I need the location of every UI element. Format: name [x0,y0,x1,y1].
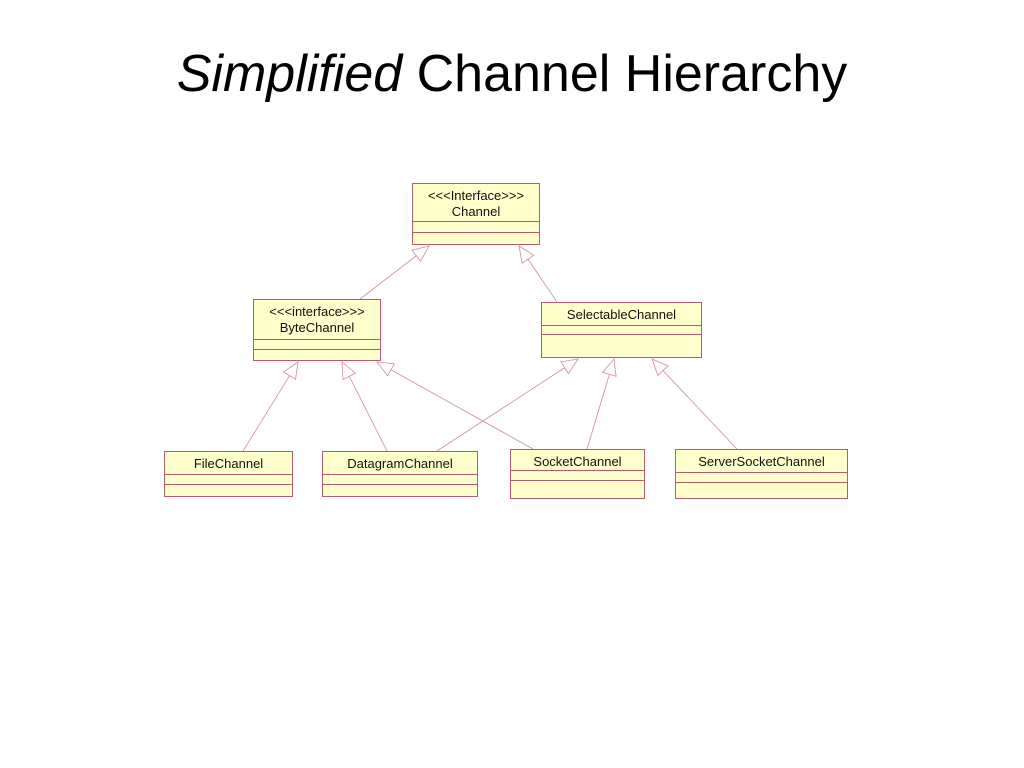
class-name: DatagramChannel [347,456,453,471]
generalization-arrowhead-socket_channel-to-selectable_channel [601,358,617,377]
serversocketchannel-class-box: ServerSocketChannel [675,449,848,499]
inheritance-line-datagram_channel-to-byte_channel [348,376,388,452]
class-name: SocketChannel [533,454,622,469]
attributes-compartment [542,326,701,335]
class-name: ServerSocketChannel [698,454,825,469]
class-header: DatagramChannel [323,452,477,475]
title-rest: Channel Hierarchy [416,45,848,103]
operations-compartment [254,350,380,360]
generalization-arrowhead-datagram_channel-to-byte_channel [341,361,357,381]
inheritance-line-selectable_channel-to-channel [527,259,558,303]
operations-compartment [165,485,292,496]
inheritance-line-datagram_channel-to-selectable_channel [436,367,565,452]
generalization-arrowhead-socket_channel-to-byte_channel [376,361,396,377]
class-header: FileChannel [165,452,292,475]
operations-compartment [676,483,847,498]
inheritance-line-byte_channel-to-channel [359,255,417,300]
generalization-arrowhead-byte_channel-to-channel [411,245,430,263]
attributes-compartment [511,471,644,481]
operations-compartment [323,485,477,496]
slide-title: Simplified Channel Hierarchy [0,40,1024,108]
generalization-arrowhead-datagram_channel-to-selectable_channel [560,358,579,375]
inheritance-line-socket_channel-to-selectable_channel [586,374,610,450]
class-header: SocketChannel [511,450,644,471]
filechannel-class-box: FileChannel [164,451,293,497]
attributes-compartment [676,473,847,483]
class-name: ByteChannel [279,320,355,335]
class-header: SelectableChannel [542,303,701,326]
generalization-arrowhead-selectable_channel-to-channel [518,245,535,264]
attributes-compartment [254,340,380,350]
class-name: FileChannel [193,456,264,471]
attributes-compartment [165,475,292,485]
class-name: Channel [451,204,501,219]
attributes-compartment [413,222,539,233]
channel-interface-box: <<<Interface>>> Channel [412,183,540,245]
selectablechannel-class-box: SelectableChannel [541,302,702,358]
stereotype-label: <<<Interface>>> [427,188,525,203]
generalization-arrowhead-file_channel-to-byte_channel [282,361,299,380]
class-name: SelectableChannel [566,307,677,322]
attributes-compartment [323,475,477,485]
operations-compartment [413,233,539,244]
title-emphasis: Simplified [176,45,403,103]
generalization-arrowhead-server_socket_channel-to-selectable_channel [651,358,669,377]
operations-compartment [542,335,701,357]
inheritance-line-file_channel-to-byte_channel [242,375,290,452]
operations-compartment [511,481,644,498]
class-header: <<<interface>>> ByteChannel [254,300,380,340]
stereotype-label: <<<interface>>> [269,304,365,319]
class-header: <<<Interface>>> Channel [413,184,539,222]
inheritance-line-socket_channel-to-byte_channel [390,369,534,450]
bytechannel-interface-box: <<<interface>>> ByteChannel [253,299,381,361]
class-header: ServerSocketChannel [676,450,847,473]
datagramchannel-class-box: DatagramChannel [322,451,478,497]
socketchannel-class-box: SocketChannel [510,449,645,499]
inheritance-line-server_socket_channel-to-selectable_channel [662,370,738,450]
